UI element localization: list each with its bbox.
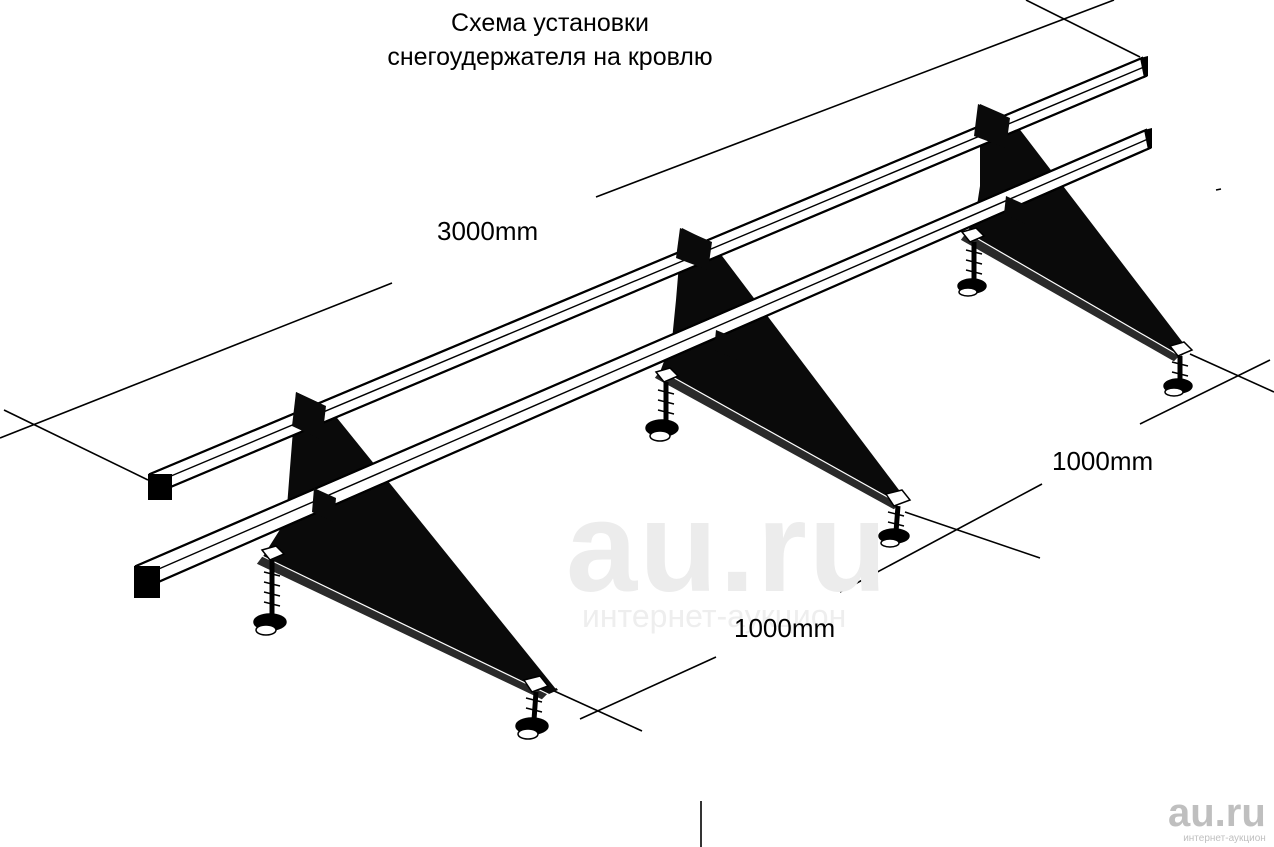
dimension-label-span-a: 1000mm	[1052, 446, 1154, 476]
screw-far-right	[1163, 341, 1194, 397]
site-logo: au.ru интернет-аукцион	[1168, 793, 1266, 845]
screw-near-right	[515, 675, 550, 740]
dimension-line-span-b	[579, 656, 717, 720]
rail-lower	[134, 128, 1152, 598]
dimension-line-length-lower	[0, 282, 393, 439]
bracket-middle	[653, 228, 908, 511]
bracket-clamp-far	[1004, 196, 1028, 224]
extension-line-right-top	[1025, 0, 1141, 58]
screws	[253, 227, 1194, 740]
bracket-top-far	[974, 104, 1010, 148]
brackets	[255, 104, 1190, 701]
watermark-text: au.ru	[566, 476, 889, 619]
watermark-subtext: интернет-аукцион	[582, 598, 847, 634]
rails	[134, 56, 1152, 598]
dimension-line-length-upper	[595, 0, 1115, 198]
extension-line-span-a	[904, 511, 1041, 559]
title-line-2: снегоудержателя на кровлю	[387, 43, 713, 71]
dimension-line-span-a	[839, 483, 1043, 593]
extension-line-span-right	[1189, 353, 1274, 393]
screw-middle-right	[878, 489, 912, 548]
tick-mark	[1215, 188, 1222, 191]
screw-near-left	[253, 545, 287, 636]
logo-subtext: интернет-аукцион	[1183, 833, 1266, 844]
diagram-title: Схема установки снегоудержателя на кровл…	[0, 6, 1100, 74]
dimension-label-length: 3000mm	[437, 216, 539, 246]
logo-text: au.ru	[1168, 791, 1266, 835]
bracket-clamp-middle	[714, 330, 740, 360]
screw-far-left	[957, 227, 987, 297]
bracket-top-middle	[676, 228, 712, 270]
dimension-label-span-b: 1000mm	[734, 613, 836, 643]
bracket-near	[255, 392, 558, 701]
extension-line-span-b	[551, 689, 643, 732]
bracket-clamp-near	[312, 488, 336, 522]
title-line-1: Схема установки	[451, 9, 649, 37]
extension-line-left	[3, 409, 149, 481]
screw-middle-left	[645, 367, 680, 442]
bracket-top-near	[292, 392, 326, 440]
dimension-line-span-a-far	[1139, 359, 1271, 425]
